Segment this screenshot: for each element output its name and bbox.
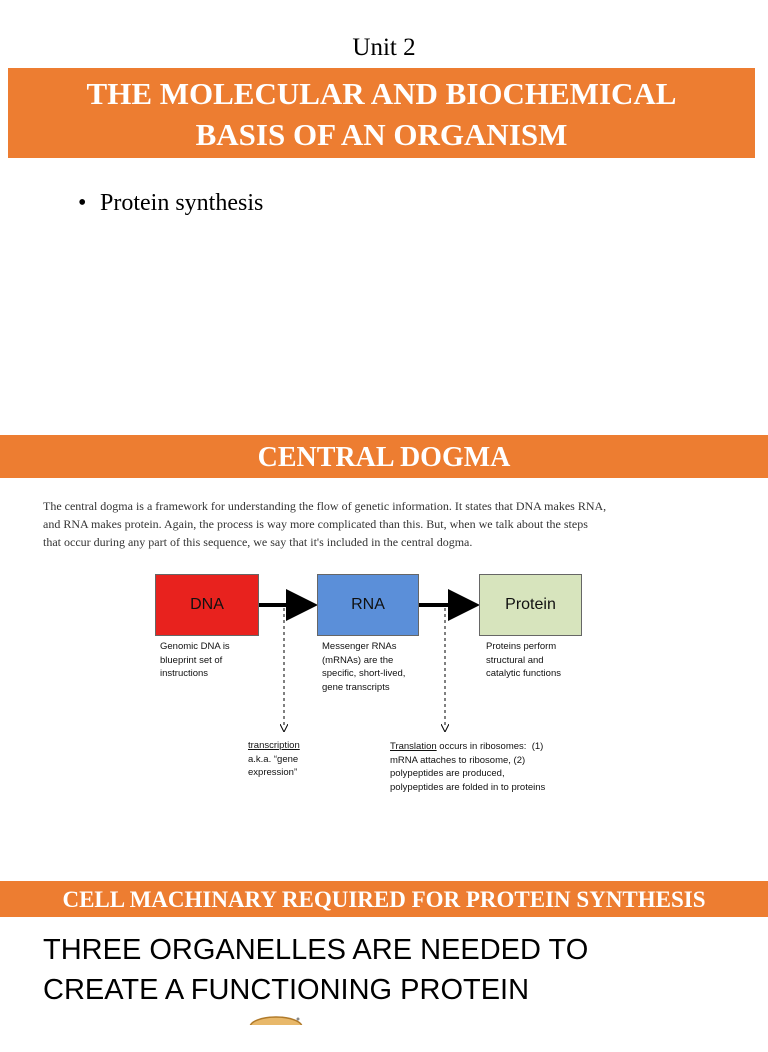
dna-caption-line: Genomic DNA is: [160, 641, 230, 652]
central-dogma-diagram: DNA RNA Protein Genomic DNA is blueprint…: [150, 568, 590, 808]
rna-caption-line: (mRNAs) are the: [322, 654, 394, 666]
main-title-line-1: THE MOLECULAR AND BIOCHEMICAL: [86, 76, 677, 111]
translation-term: Translation: [390, 741, 437, 752]
transcription-term: transcription: [248, 740, 300, 751]
organelles-line-2: CREATE A FUNCTIONING PROTEIN: [43, 974, 530, 1006]
protein-caption-line: structural and: [486, 654, 544, 666]
rna-caption: Messenger RNAs (mRNAs) are the specific,…: [322, 640, 432, 694]
cell-icon: [249, 1016, 303, 1038]
paragraph-line-1: The central dogma is a framework for und…: [43, 499, 607, 513]
translation-caption: Translation occurs in ribosomes: (1) mRN…: [390, 740, 590, 794]
bullet-item: • Protein synthesis: [78, 190, 263, 217]
translation-caption-line: polypeptides are produced,: [390, 768, 505, 779]
bullet-icon: •: [78, 190, 87, 216]
dna-caption-line: blueprint set of: [160, 654, 223, 666]
rna-caption-line: gene transcripts: [322, 681, 390, 693]
cell-organelle-image: [246, 1012, 316, 1052]
paragraph-line-3: that occur during any part of this seque…: [43, 535, 473, 549]
main-title-line-2: BASIS OF AN ORGANISM: [195, 117, 568, 152]
organelles-line-1: THREE ORGANELLES ARE NEEDED TO: [43, 934, 589, 966]
dna-box: DNA: [155, 574, 259, 636]
diagram-arrows: [259, 589, 480, 808]
translation-caption-line: polypeptides are folded in to proteins: [390, 781, 546, 793]
cell-machinery-banner: CELL MACHINARY REQUIRED FOR PROTEIN SYNT…: [0, 881, 768, 917]
dna-caption-line: instructions: [160, 668, 209, 679]
dna-caption: Genomic DNA is blueprint set of instruct…: [160, 640, 260, 681]
transcription-caption-line: expression”: [248, 767, 298, 778]
rna-box: RNA: [317, 574, 419, 636]
rna-caption-line: specific, short-lived,: [322, 668, 406, 679]
protein-caption: Proteins perform structural and catalyti…: [486, 640, 586, 681]
protein-caption-line: catalytic functions: [486, 668, 561, 679]
transcription-caption: transcription a.k.a. “gene expression”: [248, 739, 338, 780]
paragraph-line-2: and RNA makes protein. Again, the proces…: [43, 517, 588, 531]
protein-box: Protein: [479, 574, 582, 636]
rna-caption-line: Messenger RNAs: [322, 641, 397, 652]
main-title-banner: THE MOLECULAR AND BIOCHEMICAL BASIS OF A…: [8, 68, 755, 158]
central-dogma-banner: CENTRAL DOGMA: [0, 435, 768, 478]
translation-caption-first: occurs in ribosomes: (1): [436, 741, 544, 752]
central-dogma-paragraph: The central dogma is a framework for und…: [43, 497, 733, 551]
protein-caption-line: Proteins perform: [486, 641, 557, 652]
bullet-text: Protein synthesis: [100, 190, 264, 216]
transcription-caption-line: a.k.a. “gene: [248, 753, 299, 765]
organelles-statement: THREE ORGANELLES ARE NEEDED TO CREATE A …: [43, 930, 588, 1010]
translation-caption-line: mRNA attaches to ribosome, (2): [390, 754, 526, 766]
unit-label: Unit 2: [352, 34, 416, 61]
